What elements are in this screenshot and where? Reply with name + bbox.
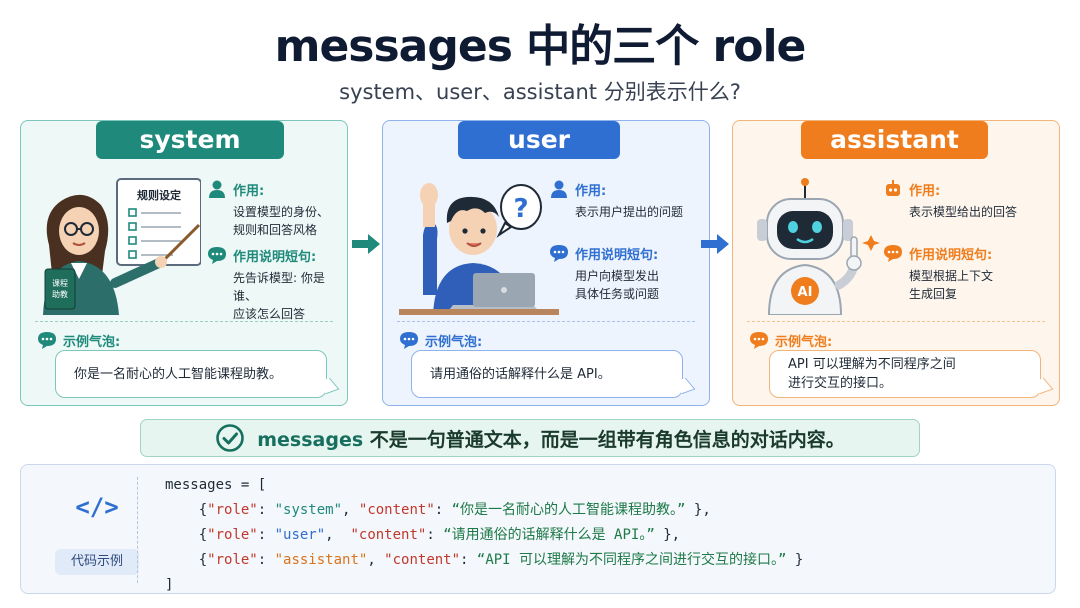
question-mark-icon: ? bbox=[513, 194, 528, 224]
person-icon bbox=[209, 180, 225, 198]
banner-keyword: messages bbox=[257, 428, 364, 451]
chat-bubble-icon bbox=[750, 332, 768, 349]
system-short-text-2: 应该怎么回答 bbox=[233, 307, 306, 321]
person-icon bbox=[551, 180, 567, 198]
code-divider bbox=[137, 477, 138, 583]
divider bbox=[35, 321, 333, 322]
board-label: 规则设定 bbox=[137, 188, 181, 202]
user-short-section: 作用说明短句: 用户向模型发出 具体任务或问题 bbox=[549, 243, 687, 303]
system-example-bubble: 你是一名耐心的人工智能课程助教。 bbox=[55, 350, 340, 398]
assistant-role-section: 作用: 表示模型给出的回答 bbox=[883, 179, 1021, 221]
divider bbox=[747, 321, 1045, 322]
book-label-line1: 课程 bbox=[52, 279, 68, 288]
code-line-2: {"role": "system", "content": “你是一名耐心的人工… bbox=[198, 502, 711, 518]
user-example-heading-row: 示例气泡: bbox=[399, 330, 482, 350]
assistant-short-text-2: 生成回复 bbox=[909, 287, 958, 301]
code-tag: 代码示例 bbox=[55, 549, 139, 575]
divider bbox=[397, 321, 695, 322]
user-short-text-2: 具体任务或问题 bbox=[575, 287, 660, 301]
code-line-4: {"role": "assistant", "content": “API 可以… bbox=[198, 552, 804, 568]
code-icon: </> bbox=[75, 493, 119, 521]
assistant-short-text-1: 模型根据上下文 bbox=[909, 269, 994, 283]
user-example-text: 请用通俗的话解释什么是 API。 bbox=[430, 366, 611, 382]
code-body: messages = [ {"role": "system", "content… bbox=[165, 473, 803, 598]
teacher-illustration: 规则设定 课程 助教 bbox=[43, 178, 201, 315]
page-title: messages 中的三个 role bbox=[274, 21, 807, 72]
user-example-bubble: 请用通俗的话解释什么是 API。 bbox=[411, 350, 696, 398]
robot-illustration: AI bbox=[757, 178, 880, 315]
user-card: user ? 作用: 表示用户提出的问题 作用说明短句: 用 bbox=[382, 120, 710, 406]
system-short-section: 作用说明短句: 先告诉模型: 你是谁、 应该怎么回答 bbox=[207, 245, 345, 323]
chat-bubble-icon bbox=[400, 332, 418, 349]
book-label-line2: 助教 bbox=[52, 289, 68, 299]
ai-badge: AI bbox=[798, 285, 813, 300]
system-example-heading: 示例气泡: bbox=[63, 334, 121, 350]
code-line-1: messages = [ bbox=[165, 477, 267, 493]
assistant-role-heading: 作用: bbox=[909, 183, 941, 199]
bubble-tail bbox=[1030, 377, 1054, 395]
system-role-text-1: 设置模型的身份、 bbox=[233, 205, 330, 219]
user-role-section: 作用: 表示用户提出的问题 bbox=[549, 179, 687, 221]
system-example-heading-row: 示例气泡: bbox=[37, 330, 120, 350]
bubble-tail bbox=[316, 377, 340, 395]
code-line-3: {"role": "user", "content": “请用通俗的话解释什么是… bbox=[198, 527, 681, 543]
user-short-text-1: 用户向模型发出 bbox=[575, 269, 660, 283]
robot-icon bbox=[886, 180, 900, 196]
assistant-pill: assistant bbox=[801, 121, 988, 159]
user-illustration: ? bbox=[399, 183, 559, 315]
bubble-tail bbox=[672, 377, 696, 395]
assistant-example-heading-row: 示例气泡: bbox=[749, 330, 832, 350]
code-line-5: ] bbox=[165, 577, 174, 593]
chat-bubble-icon bbox=[884, 245, 902, 262]
system-role-section: 作用: 设置模型的身份、 规则和回答风格 bbox=[207, 179, 345, 239]
assistant-example-text-2: 进行交互的接口。 bbox=[788, 376, 893, 391]
check-circle-icon bbox=[216, 424, 245, 452]
arrow-right-icon bbox=[701, 234, 729, 254]
system-role-text-2: 规则和回答风格 bbox=[233, 223, 318, 237]
system-short-heading: 作用说明短句: bbox=[233, 249, 317, 265]
user-example-heading: 示例气泡: bbox=[425, 334, 483, 350]
system-example-text: 你是一名耐心的人工智能课程助教。 bbox=[74, 366, 283, 382]
assistant-short-heading: 作用说明短句: bbox=[909, 247, 993, 263]
banner-text: 不是一句普通文本，而是一组带有角色信息的对话内容。 bbox=[363, 428, 845, 451]
assistant-example-heading: 示例气泡: bbox=[775, 334, 833, 350]
system-card: system 规则设定 课程 助教 作用: 设置模型的身份、 规则和 bbox=[20, 120, 348, 406]
user-role-heading: 作用: bbox=[575, 183, 607, 199]
system-pill: system bbox=[96, 121, 284, 159]
assistant-role-text-1: 表示模型给出的回答 bbox=[909, 205, 1018, 219]
user-pill: user bbox=[458, 121, 620, 159]
chat-bubble-icon bbox=[550, 245, 568, 262]
page-subtitle: system、user、assistant 分别表示什么? bbox=[339, 80, 741, 104]
user-short-heading: 作用说明短句: bbox=[575, 247, 659, 263]
code-example-panel: </> 代码示例 messages = [ {"role": "system",… bbox=[20, 464, 1056, 594]
assistant-example-text-1: API 可以理解为不同程序之间 bbox=[788, 357, 956, 372]
user-role-text-1: 表示用户提出的问题 bbox=[575, 205, 684, 219]
assistant-example-bubble: API 可以理解为不同程序之间 进行交互的接口。 bbox=[769, 350, 1054, 398]
summary-banner: messages 不是一句普通文本，而是一组带有角色信息的对话内容。 bbox=[140, 419, 920, 457]
chat-bubble-icon bbox=[208, 247, 226, 264]
system-short-text-1: 先告诉模型: 你是谁、 bbox=[233, 271, 325, 303]
arrow-right-icon bbox=[352, 234, 380, 254]
assistant-short-section: 作用说明短句: 模型根据上下文 生成回复 bbox=[883, 243, 1021, 303]
assistant-card: assistant AI 作用: 表示模型给出的回答 作用说明短句: bbox=[732, 120, 1060, 406]
code-label-area: </> 代码示例 bbox=[41, 485, 139, 575]
system-role-heading: 作用: bbox=[233, 183, 265, 199]
chat-bubble-icon bbox=[38, 332, 56, 349]
